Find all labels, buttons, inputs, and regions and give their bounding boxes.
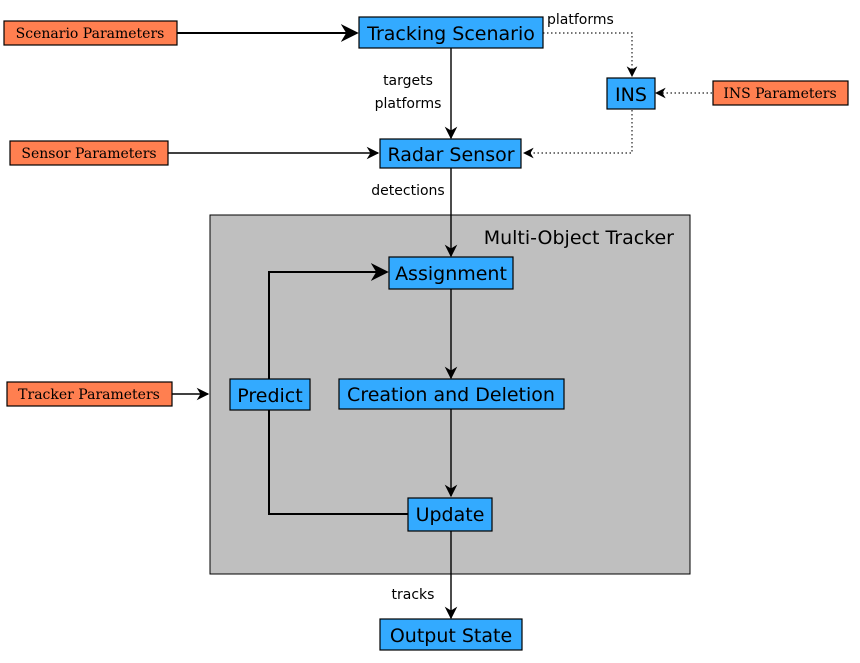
assignment-label: Assignment bbox=[395, 263, 507, 285]
ins-parameters-label: INS Parameters bbox=[723, 86, 836, 102]
label-platforms: platforms bbox=[375, 96, 442, 112]
output-state-label: Output State bbox=[390, 625, 512, 647]
multi-object-tracker-title: Multi-Object Tracker bbox=[484, 227, 674, 249]
edge-scenario-to-ins bbox=[543, 32, 638, 78]
edge-predict-to-assignment bbox=[268, 263, 389, 379]
edge-ins-to-radar bbox=[522, 110, 633, 159]
creation-deletion-label: Creation and Deletion bbox=[347, 384, 555, 406]
sensor-parameters-box: Sensor Parameters bbox=[9, 140, 169, 166]
tracker-parameters-box: Tracker Parameters bbox=[6, 381, 173, 407]
tracking-scenario-label: Tracking Scenario bbox=[366, 23, 535, 45]
creation-deletion-box: Creation and Deletion bbox=[338, 378, 565, 410]
radar-sensor-box: Radar Sensor bbox=[379, 138, 522, 169]
ins-label: INS bbox=[615, 84, 647, 106]
predict-label: Predict bbox=[237, 385, 302, 407]
predict-box: Predict bbox=[229, 378, 311, 411]
output-state-box: Output State bbox=[379, 618, 523, 651]
label-targets: targets bbox=[383, 73, 433, 89]
tracker-parameters-label: Tracker Parameters bbox=[18, 387, 160, 403]
scenario-parameters-box: Scenario Parameters bbox=[3, 20, 178, 46]
radar-sensor-label: Radar Sensor bbox=[387, 144, 514, 166]
scenario-parameters-label: Scenario Parameters bbox=[16, 26, 165, 42]
ins-box: INS bbox=[606, 77, 656, 110]
assignment-box: Assignment bbox=[388, 256, 514, 290]
edge-update-to-predict bbox=[268, 410, 408, 515]
update-box: Update bbox=[407, 497, 493, 532]
label-platforms-to-ins: platforms bbox=[547, 12, 614, 28]
ins-parameters-box: INS Parameters bbox=[712, 80, 849, 106]
sensor-parameters-label: Sensor Parameters bbox=[21, 146, 156, 162]
label-detections: detections bbox=[371, 183, 444, 199]
update-label: Update bbox=[416, 504, 485, 526]
tracking-scenario-box: Tracking Scenario bbox=[358, 16, 544, 49]
label-tracks: tracks bbox=[392, 587, 435, 603]
